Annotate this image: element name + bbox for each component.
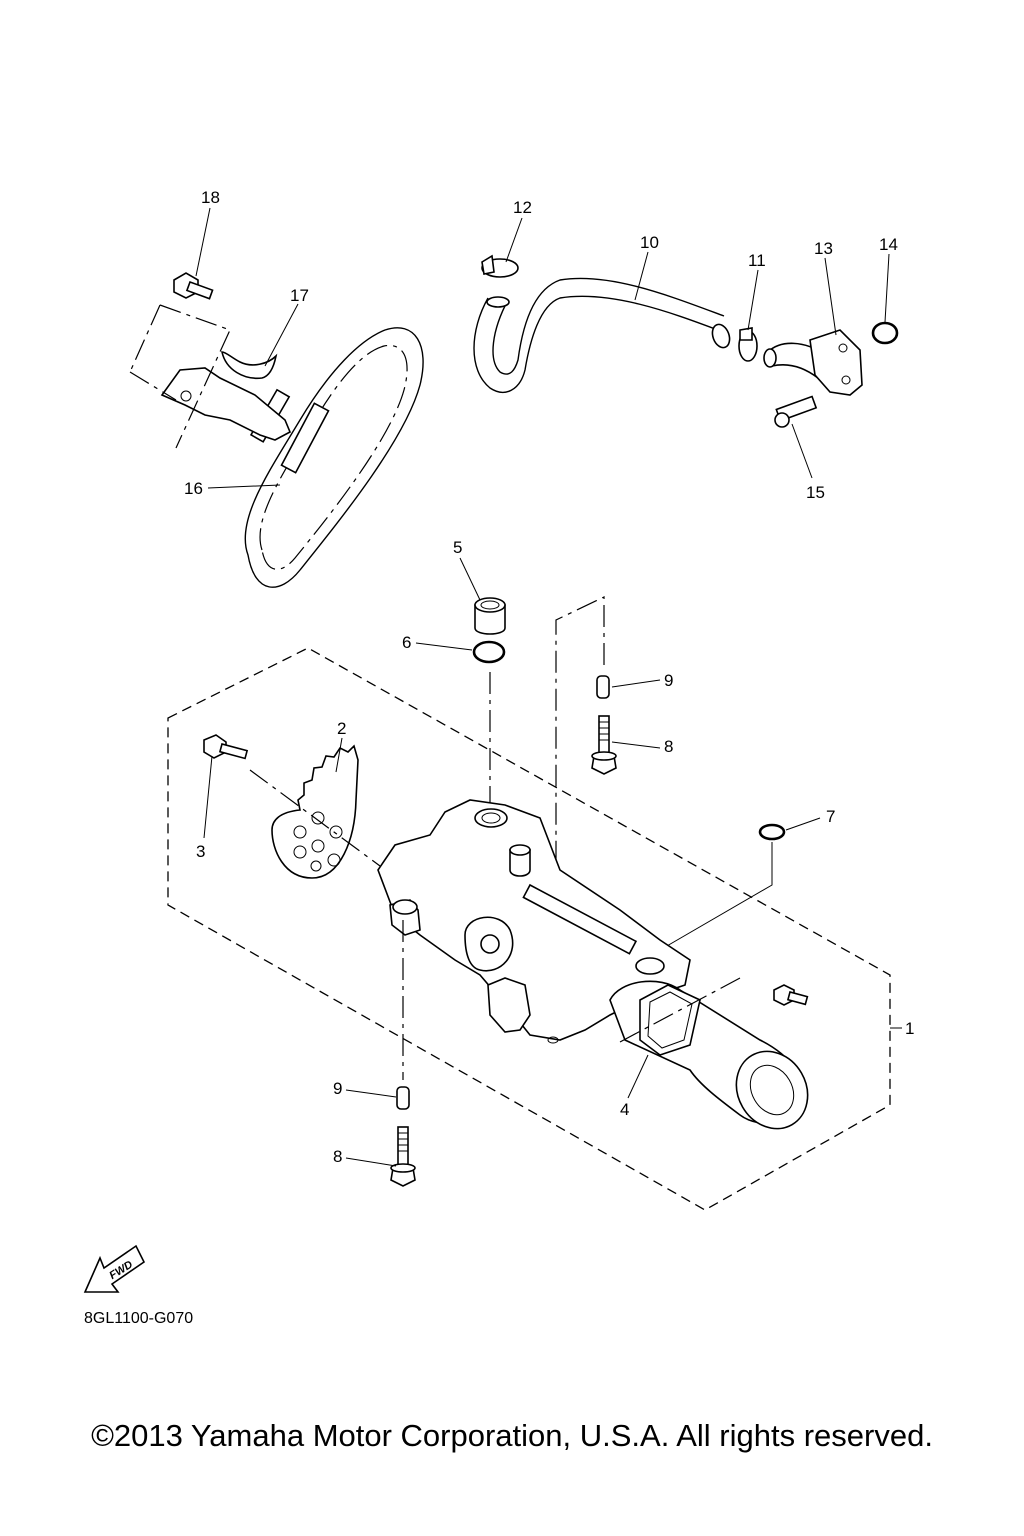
copyright-notice: ©2013 Yamaha Motor Corporation, U.S.A. A… <box>91 1418 933 1453</box>
callout-12: 12 <box>513 198 532 217</box>
hose-clamp-12 <box>481 254 519 278</box>
collar-5 <box>474 597 506 635</box>
callout-7: 7 <box>826 807 835 826</box>
callout-4: 4 <box>620 1100 629 1119</box>
leader-lines <box>195 207 890 1167</box>
o-ring-7 <box>758 823 786 841</box>
callout-8-upper: 8 <box>664 737 673 756</box>
drawing-code: 8GL1100-G070 <box>84 1310 194 1327</box>
bolt-18 <box>173 272 214 300</box>
callout-2: 2 <box>337 719 346 738</box>
bolt-strainer <box>773 984 809 1006</box>
o-ring-6 <box>472 640 506 664</box>
dowel-pin-9-upper <box>596 675 610 699</box>
bolt-8-upper <box>591 715 617 775</box>
bolt-15 <box>774 395 818 428</box>
fwd-arrow-icon: FWD <box>83 1244 146 1293</box>
callout-8-lower: 8 <box>333 1147 342 1166</box>
callout-10: 10 <box>640 233 659 252</box>
oil-pipe-fitting <box>763 329 863 396</box>
chain-guide <box>160 351 292 441</box>
callout-14: 14 <box>879 235 898 254</box>
callout-1: 1 <box>905 1019 914 1038</box>
bolt-8-lower <box>390 1126 416 1187</box>
o-ring-14 <box>871 321 899 345</box>
drive-gear <box>271 744 359 879</box>
oil-strainer <box>609 980 809 1130</box>
callout-11: 11 <box>748 251 766 270</box>
callout-9-lower: 9 <box>333 1079 342 1098</box>
dowel-pin-9-lower <box>396 1086 410 1110</box>
assembly-boundary <box>167 647 891 1211</box>
bolt-3 <box>203 734 249 760</box>
callout-18: 18 <box>201 188 220 207</box>
pin-reference-line <box>555 596 605 862</box>
callout-16: 16 <box>184 479 203 498</box>
callout-3: 3 <box>196 842 205 861</box>
hose-clamp-11 <box>738 327 758 362</box>
callout-13: 13 <box>814 239 833 258</box>
bolt-18-chain-line <box>159 304 231 449</box>
callout-15: 15 <box>806 483 825 502</box>
oil-pump-body <box>377 799 691 1044</box>
callout-6: 6 <box>402 633 411 652</box>
callout-17: 17 <box>290 286 309 305</box>
oil-hose <box>473 277 731 393</box>
callout-5: 5 <box>453 538 462 557</box>
callout-9-upper: 9 <box>664 671 673 690</box>
